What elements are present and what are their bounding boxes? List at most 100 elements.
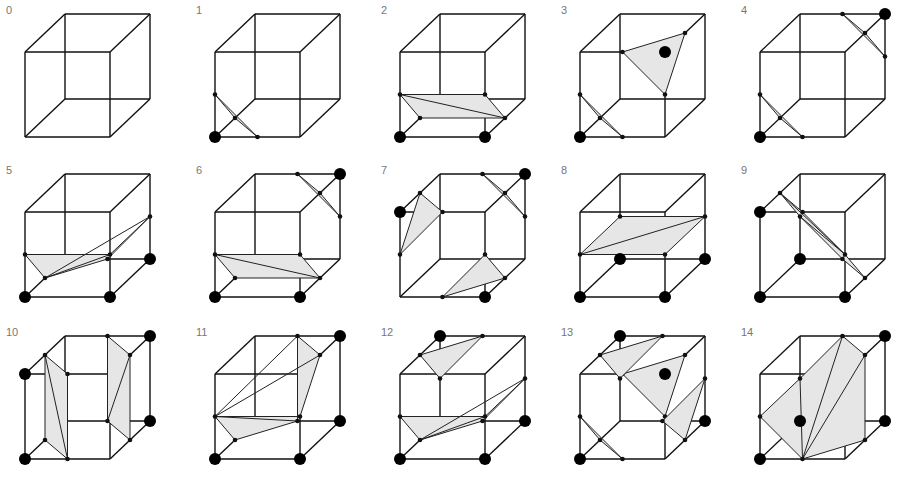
inside-vertex <box>394 206 406 218</box>
iso-surface <box>108 336 131 440</box>
inside-vertex <box>794 253 806 265</box>
edge-intersection <box>663 92 668 97</box>
cube-edge <box>485 421 525 459</box>
edge-intersection <box>105 257 110 262</box>
cube-edge <box>485 336 525 374</box>
cube-edge <box>760 14 800 52</box>
cube-edge <box>215 99 255 137</box>
edge-intersection <box>660 334 665 339</box>
inside-vertex <box>879 415 891 427</box>
inside-vertex <box>394 453 406 465</box>
iso-surface <box>298 174 341 217</box>
edge-intersection <box>318 353 323 358</box>
iso-surface <box>780 193 865 278</box>
edge-intersection <box>778 116 783 121</box>
edge-intersection <box>620 457 625 462</box>
case-number: 10 <box>6 326 18 338</box>
cube-edge <box>439 174 440 259</box>
cube-edge <box>760 51 845 52</box>
cube-edge <box>25 51 110 52</box>
inside-vertex <box>794 415 806 427</box>
cube-edge <box>580 421 620 459</box>
cube-edge <box>620 173 705 174</box>
inside-vertex <box>394 131 406 143</box>
edge-intersection <box>778 191 783 196</box>
iso-surface <box>580 417 623 460</box>
edge-intersection <box>255 135 260 140</box>
cube-edge <box>255 13 340 14</box>
edge-intersection <box>483 252 488 257</box>
iso-surface <box>623 33 686 95</box>
edge-intersection <box>213 92 218 97</box>
triangle-edge <box>45 255 110 279</box>
cube-edge <box>620 258 705 259</box>
edge-intersection <box>295 419 300 424</box>
edge-intersection <box>65 457 70 462</box>
cube-edge <box>25 296 110 297</box>
inside-vertex <box>209 131 221 143</box>
cube-edge <box>400 14 440 52</box>
cube-edge <box>25 136 110 137</box>
edge-intersection <box>295 334 300 339</box>
cube-edge <box>884 174 885 259</box>
inside-vertex <box>104 291 116 303</box>
triangle-edge <box>420 379 525 441</box>
cube-edge <box>215 51 300 52</box>
edge-intersection <box>703 214 708 219</box>
cube-edge <box>845 99 885 137</box>
inside-vertex <box>479 453 491 465</box>
edge-intersection <box>43 276 48 281</box>
edge-intersection <box>683 31 688 36</box>
triangle-edge <box>215 355 320 417</box>
cube-edge <box>760 336 800 374</box>
cube-edge <box>25 174 65 212</box>
triangle-edge <box>215 336 298 417</box>
cube-edge <box>64 174 65 259</box>
cube-edge <box>620 98 705 99</box>
cube-edge <box>800 173 885 174</box>
edge-intersection <box>338 214 343 219</box>
iso-surface <box>400 95 505 119</box>
inside-vertex <box>434 330 446 342</box>
inside-vertex <box>754 131 766 143</box>
edge-intersection <box>523 214 528 219</box>
inside-vertex <box>479 291 491 303</box>
cube-edge <box>339 336 340 421</box>
edge-intersection <box>480 419 485 424</box>
triangle-edge <box>108 355 131 421</box>
edge-intersection <box>398 92 403 97</box>
cube-edge <box>64 14 65 99</box>
cube-edge <box>25 99 65 137</box>
edge-intersection <box>148 214 153 219</box>
inside-vertex <box>754 206 766 218</box>
cube-edge <box>255 98 340 99</box>
iso-surface <box>443 255 506 298</box>
triangle-edge <box>400 95 505 119</box>
cube-edge <box>619 14 620 99</box>
cube-edge <box>485 174 525 212</box>
edge-intersection <box>598 438 603 443</box>
edge-intersection <box>418 353 423 358</box>
iso-surface <box>760 336 865 459</box>
edge-intersection <box>620 135 625 140</box>
iso-surface <box>215 95 258 138</box>
cube-edge <box>300 14 340 52</box>
case-number: 1 <box>196 4 202 16</box>
inside-vertex <box>574 291 586 303</box>
edge-intersection <box>108 252 113 257</box>
cube-edge <box>580 296 665 297</box>
cube-edge <box>300 174 340 212</box>
cube-edge <box>25 14 65 52</box>
cube-edge <box>215 211 300 212</box>
cube-edge <box>760 296 845 297</box>
edge-intersection <box>883 54 888 59</box>
edge-intersection <box>800 210 805 215</box>
case-number: 13 <box>561 326 573 338</box>
inside-vertex <box>574 131 586 143</box>
inside-vertex <box>699 415 711 427</box>
inside-vertex <box>294 453 306 465</box>
edge-intersection <box>480 172 485 177</box>
iso-surface <box>400 193 443 255</box>
triangle-edge <box>803 355 866 459</box>
edge-intersection <box>503 191 508 196</box>
